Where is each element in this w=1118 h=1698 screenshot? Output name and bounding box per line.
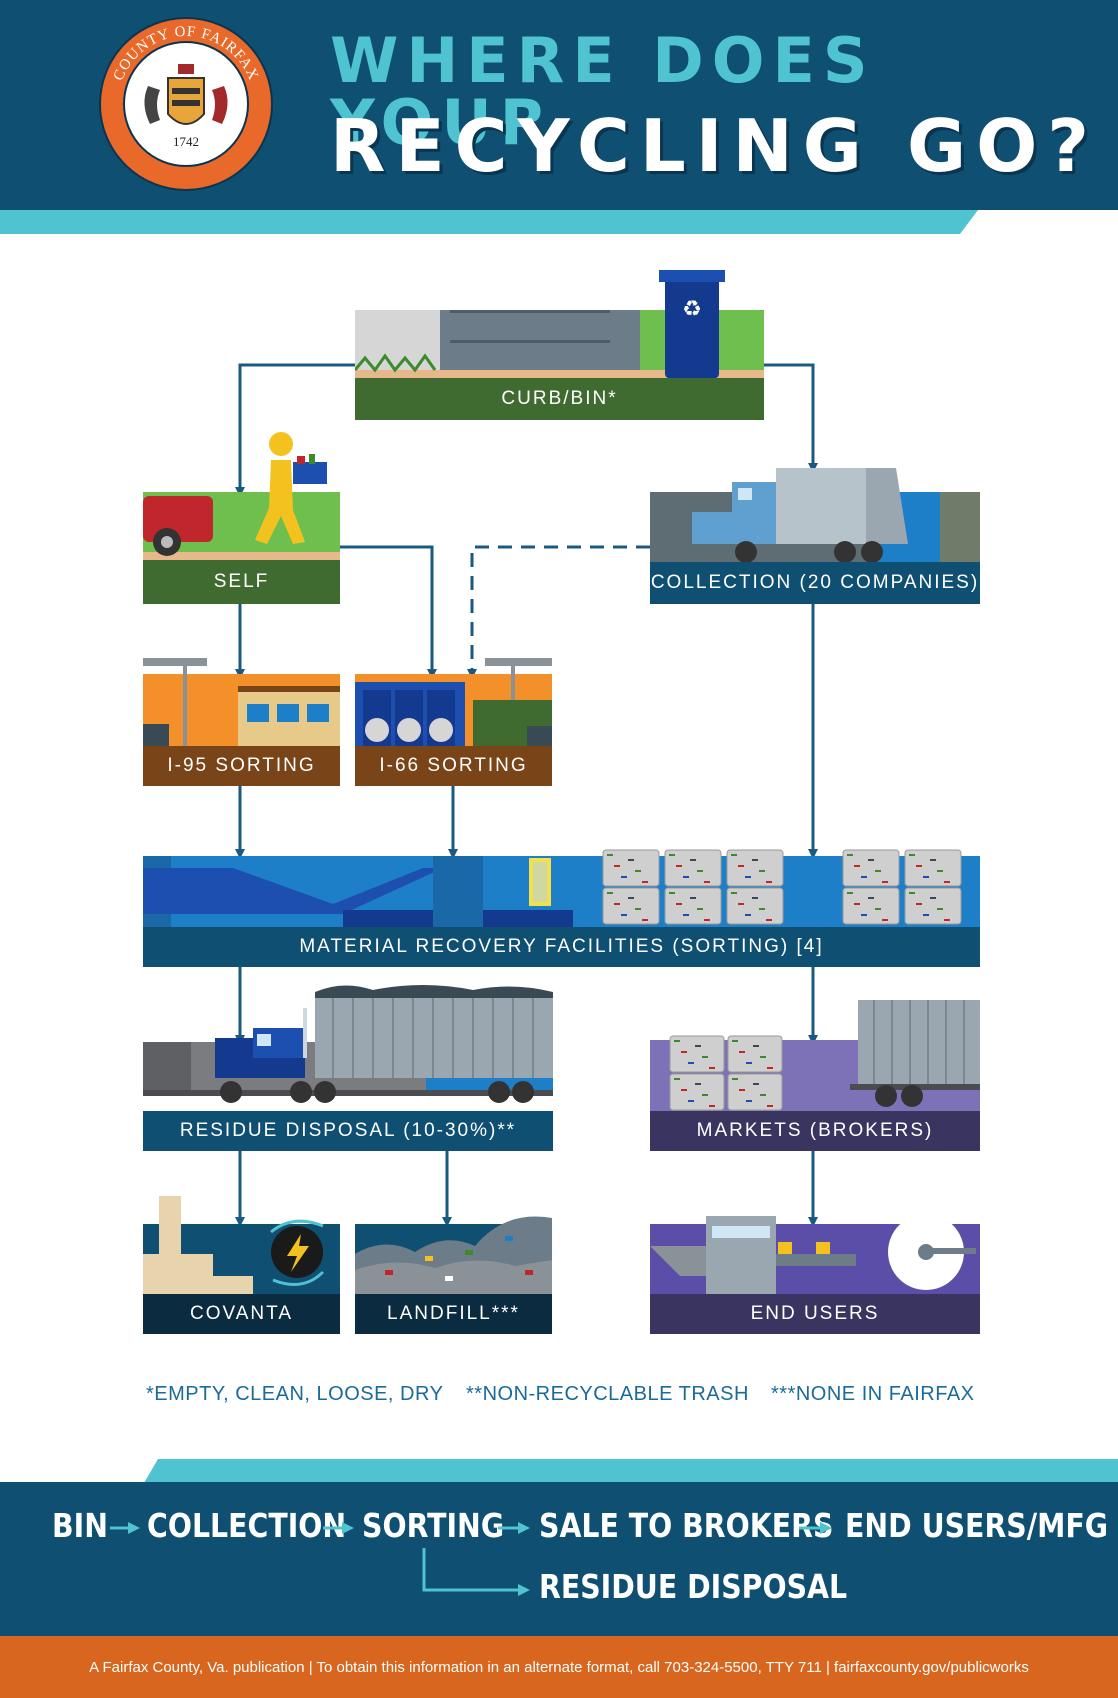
flow-end-users: END USERS/MFG bbox=[845, 1506, 1109, 1545]
markets-label: MARKETS (BROKERS) bbox=[650, 1111, 980, 1151]
county-seal: COUNTY OF FAIRFAX VIRGINIA 1742 bbox=[98, 16, 274, 192]
header-stripe bbox=[0, 210, 978, 234]
note-empty-clean: *EMPTY, CLEAN, LOOSE, DRY bbox=[146, 1383, 444, 1405]
flow-residue-disposal: RESIDUE DISPOSAL bbox=[539, 1567, 848, 1606]
flow-sale-to-brokers: SALE TO BROKERS bbox=[539, 1506, 834, 1545]
recycled-bales-icon bbox=[602, 849, 962, 925]
node-i66-sorting: I-66 SORTING bbox=[355, 656, 552, 786]
node-markets: MARKETS (BROKERS) bbox=[650, 996, 980, 1151]
node-i95-sorting: I-95 SORTING bbox=[143, 656, 340, 786]
footer-publication-info: A Fairfax County, Va. publication | To o… bbox=[0, 1636, 1118, 1698]
node-landfill: LANDFILL*** bbox=[355, 1196, 552, 1334]
seal-year: 1742 bbox=[173, 134, 199, 149]
end-users-label: END USERS bbox=[650, 1294, 980, 1334]
self-scene-icon bbox=[143, 432, 340, 562]
node-collection: COLLECTION (20 COMPANIES) bbox=[650, 460, 980, 604]
title-line-2: RECYCLING GO? bbox=[330, 104, 1100, 188]
summary-banner bbox=[0, 1482, 1118, 1636]
factory-paper-roll-icon bbox=[650, 1216, 980, 1294]
note-none-in-fairfax: ***NONE IN FAIRFAX bbox=[771, 1383, 975, 1405]
i66-sorting-label: I-66 SORTING bbox=[355, 746, 552, 786]
flow-bin: BIN bbox=[52, 1506, 108, 1545]
covanta-label: COVANTA bbox=[143, 1294, 340, 1334]
coat-of-arms-icon bbox=[144, 64, 228, 125]
node-self: SELF bbox=[143, 430, 340, 604]
markets-bales-truck-icon bbox=[650, 1000, 980, 1112]
residue-truck-icon bbox=[143, 985, 553, 1103]
summary-arrows bbox=[110, 1522, 832, 1596]
note-non-recyclable: **NON-RECYCLABLE TRASH bbox=[466, 1383, 749, 1405]
mrf-label: MATERIAL RECOVERY FACILITIES (SORTING) [… bbox=[143, 927, 980, 967]
self-label: SELF bbox=[143, 560, 340, 604]
landfill-icon bbox=[355, 1216, 552, 1294]
i66-facility-icon bbox=[355, 658, 552, 746]
collection-label: COLLECTION (20 COMPANIES) bbox=[650, 562, 980, 604]
node-end-users: END USERS bbox=[650, 1216, 980, 1334]
svg-text:♻: ♻ bbox=[682, 297, 702, 322]
curb-scene-icon: ♻ bbox=[355, 270, 764, 378]
bottom-stripe bbox=[144, 1459, 1118, 1483]
node-mrf: MATERIAL RECOVERY FACILITIES (SORTING) [… bbox=[143, 846, 980, 967]
covanta-plant-icon bbox=[143, 1196, 340, 1294]
i95-facility-icon bbox=[143, 658, 340, 746]
node-covanta: COVANTA bbox=[143, 1196, 340, 1334]
i95-sorting-label: I-95 SORTING bbox=[143, 746, 340, 786]
flow-connectors bbox=[235, 363, 818, 1227]
residue-disposal-label: RESIDUE DISPOSAL (10-30%)** bbox=[143, 1111, 553, 1151]
mrf-facility-icon bbox=[143, 849, 980, 930]
title-line-1: WHERE DOES YOUR bbox=[330, 24, 876, 159]
flow-collection: COLLECTION bbox=[147, 1506, 347, 1545]
node-curb-bin: ♻ CURB/BIN* bbox=[355, 260, 764, 420]
flow-sorting: SORTING bbox=[362, 1506, 505, 1545]
node-residue-disposal: RESIDUE DISPOSAL (10-30%)** bbox=[143, 980, 553, 1151]
landfill-label: LANDFILL*** bbox=[355, 1294, 552, 1334]
garbage-truck-icon bbox=[650, 468, 980, 570]
curb-bin-label: CURB/BIN* bbox=[355, 378, 764, 420]
